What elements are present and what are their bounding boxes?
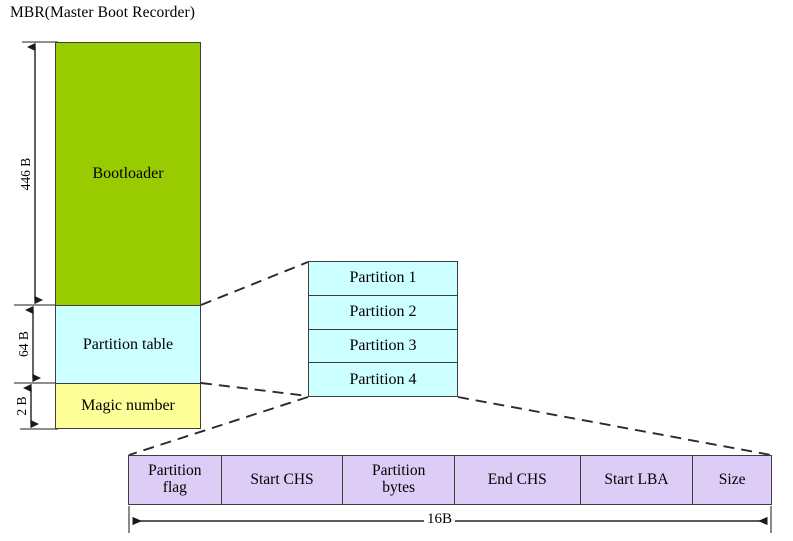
partition-entry-4-label: Partition 4 <box>349 370 417 388</box>
size-label-bootloader: 446 B <box>18 157 33 191</box>
mbr-block-magic-number: Magic number <box>55 383 201 429</box>
partition-entry-2: Partition 2 <box>309 296 457 330</box>
field-cell-start-lba-line1: Start LBA <box>604 470 669 488</box>
partition-entry-field-table: Partition flag Start CHS Partition bytes… <box>128 455 772 505</box>
field-cell-end-chs: End CHS <box>455 456 581 504</box>
field-cell-start-chs-line1: Start CHS <box>250 470 314 488</box>
partition-entry-2-label: Partition 2 <box>349 303 417 321</box>
field-cell-partition-flag-line2: flag <box>162 479 187 496</box>
field-cell-size-line1: Size <box>718 470 746 488</box>
size-label-magic-number: 2 B <box>14 396 29 416</box>
field-cell-partition-bytes: Partition bytes <box>343 456 455 504</box>
field-cell-partition-bytes-line1: Partition <box>371 462 426 480</box>
field-cell-end-chs-line1: End CHS <box>487 470 547 488</box>
mbr-block-partition-table: Partition table <box>55 305 201 384</box>
field-cell-partition-flag-line1: Partition <box>148 462 202 480</box>
mbr-block-bootloader-label: Bootloader <box>92 165 164 182</box>
partition-table-entries: Partition 1 Partition 2 Partition 3 Part… <box>308 261 458 397</box>
field-cell-partition-flag: Partition flag <box>129 456 222 504</box>
field-cell-start-chs: Start CHS <box>222 456 344 504</box>
partition-entry-4: Partition 4 <box>309 363 457 396</box>
field-cell-size: Size <box>693 456 771 504</box>
mbr-block-partition-table-label: Partition table <box>82 335 174 353</box>
field-cell-start-lba: Start LBA <box>581 456 694 504</box>
size-label-partition-table: 64 B <box>16 331 31 357</box>
partition-entry-1-label: Partition 1 <box>349 269 417 287</box>
field-cell-partition-bytes-line2: bytes <box>382 479 416 496</box>
partition-entry-3-label: Partition 3 <box>349 336 417 354</box>
mbr-block-bootloader: Bootloader <box>55 42 201 306</box>
partition-entry-1: Partition 1 <box>309 262 457 296</box>
partition-entry-3: Partition 3 <box>309 330 457 364</box>
diagram-title: MBR(Master Boot Recorder) <box>10 4 196 21</box>
mbr-block-magic-number-label: Magic number <box>81 397 175 414</box>
size-label-total-16b: 16B <box>424 511 456 528</box>
